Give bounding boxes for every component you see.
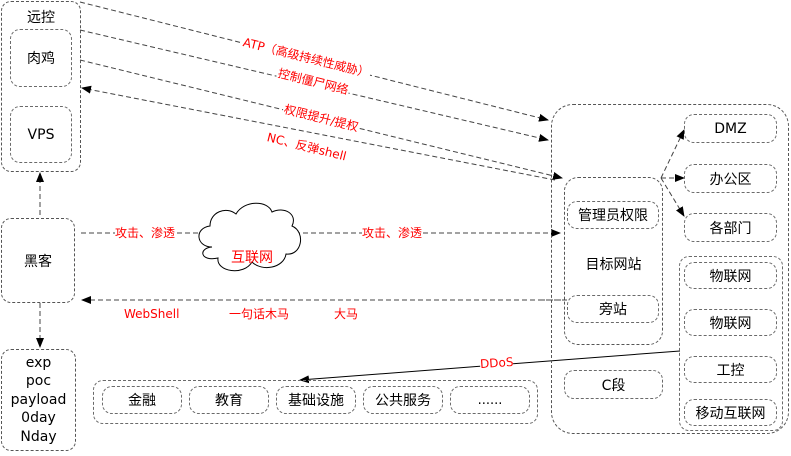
side-site-label: 旁站 [599,302,627,318]
iot-label: 工控 [716,362,745,379]
iot-group [679,256,783,431]
target-site-group[interactable] [564,177,663,345]
toolkit-item: payload [10,391,67,408]
hacker-label: 黑客 [24,253,52,270]
iot-item[interactable]: 物联网 [684,262,777,289]
sector-label: ...... [477,392,503,408]
edge-label-big-trojan: 大马 [334,307,359,321]
internal-zone-label: 各部门 [709,220,752,237]
iot-label: 物联网 [709,268,752,285]
vps-label: VPS [27,126,55,143]
sector-item[interactable]: ...... [450,386,530,414]
internal-zone-office[interactable]: 办公区 [684,164,777,193]
internal-zone-departments[interactable]: 各部门 [684,213,777,242]
sector-item[interactable]: 金融 [102,386,182,414]
iot-item[interactable]: 工控 [684,356,777,383]
c-segment-node[interactable]: C段 [564,370,663,399]
edge-label-one-liner: 一句话木马 [229,307,290,321]
target-site-label: 目标网站 [585,257,642,273]
sectors-group [93,380,538,424]
sector-label: 金融 [128,393,156,409]
edge-label-attack-2: 攻击、渗透 [362,226,423,240]
edge-to-dmz [660,129,685,179]
iot-item[interactable]: 移动互联网 [684,399,777,426]
hacker-node[interactable]: 黑客 [1,218,75,303]
edge-reverse-shell [81,85,556,181]
admin-privilege-node[interactable]: 管理员权限 [567,201,659,229]
internal-zone-label: DMZ [714,120,747,137]
toolkit-node[interactable]: exp poc payload 0day Nday [1,349,76,451]
toolkit-item: Nday [20,428,57,445]
iot-label: 物联网 [709,315,752,332]
vps-node[interactable]: VPS [10,106,72,163]
internet-label: 互联网 [231,250,273,266]
sector-label: 基础设施 [288,393,344,409]
sector-item[interactable]: 公共服务 [363,386,443,414]
internet-cloud [198,202,301,272]
toolkit-item: 0day [21,410,56,427]
c-segment-label: C段 [601,377,626,394]
target-environment [551,104,789,434]
iot-item[interactable]: 物联网 [684,309,777,336]
iot-label: 移动互联网 [695,405,766,422]
edge-label-webshell: WebShell [124,307,180,321]
zombie-node[interactable]: 肉鸡 [10,29,72,87]
toolkit-item: poc [25,373,52,390]
sector-label: 教育 [215,393,243,409]
toolkit-item: exp [25,354,52,371]
zombie-label: 肉鸡 [27,51,55,67]
sector-item[interactable]: 教育 [189,386,269,414]
side-site-node[interactable]: 旁站 [567,295,659,323]
edge-label-attack-1: 攻击、渗透 [115,226,176,240]
admin-privilege-label: 管理员权限 [578,208,648,224]
sector-label: 公共服务 [375,393,431,409]
sector-item[interactable]: 基础设施 [276,386,356,414]
remote-control-group [1,1,81,172]
edge-label-ddos: DDoS [479,354,514,372]
remote-control-label: 远控 [27,10,55,26]
internal-zone-dmz[interactable]: DMZ [684,114,777,143]
internal-zone-label: 办公区 [709,171,752,188]
